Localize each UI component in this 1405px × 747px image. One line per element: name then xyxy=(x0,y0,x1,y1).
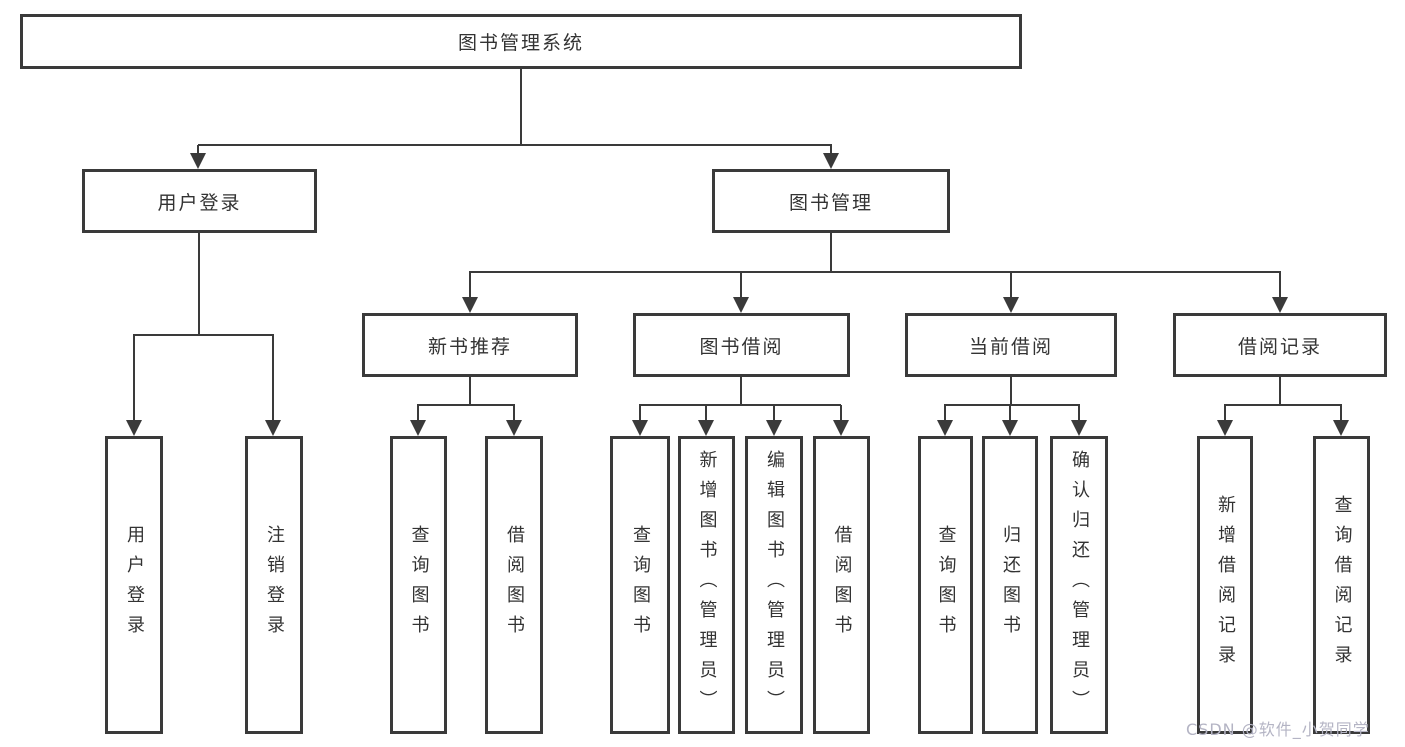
leaf-logout: 注销登录 xyxy=(245,436,303,734)
arrow-down-icon xyxy=(766,405,782,436)
node-system-root: 图书管理系统 xyxy=(20,14,1022,69)
leaf-label: 查询借阅记录 xyxy=(1331,495,1353,675)
connector-line xyxy=(133,334,274,336)
arrow-down-icon xyxy=(823,145,839,169)
leaf-label: 新增图书（管理员） xyxy=(696,450,718,720)
connector-line xyxy=(469,377,471,405)
csdn-watermark: CSDN @软件_小贺同学 xyxy=(1186,720,1370,739)
arrow-down-icon xyxy=(698,405,714,436)
connector-line xyxy=(1224,404,1342,406)
leaf-query-books-recommend: 查询图书 xyxy=(390,436,447,734)
leaf-label: 归还图书 xyxy=(1000,525,1021,645)
leaf-label: 借阅图书 xyxy=(831,525,853,645)
arrow-down-icon xyxy=(265,335,281,436)
arrow-down-icon xyxy=(632,405,648,436)
connector-line xyxy=(198,233,200,335)
arrow-down-icon xyxy=(937,405,953,436)
arrow-down-icon xyxy=(410,405,426,436)
arrow-down-icon xyxy=(506,405,522,436)
leaf-label: 新增借阅记录 xyxy=(1215,495,1236,675)
node-book-management: 图书管理 xyxy=(712,169,950,233)
arrow-down-icon xyxy=(1217,405,1233,436)
leaf-label: 借阅图书 xyxy=(504,525,525,645)
leaf-label: 查询图书 xyxy=(935,525,957,645)
leaf-add-borrow-record: 新增借阅记录 xyxy=(1197,436,1253,734)
leaf-label: 用户登录 xyxy=(124,525,145,645)
leaf-borrow-books: 借阅图书 xyxy=(813,436,870,734)
connector-line xyxy=(1279,377,1281,405)
connector-line xyxy=(198,144,832,146)
leaf-edit-books-admin: 编辑图书（管理员） xyxy=(745,436,803,734)
leaf-query-books-borrow: 查询图书 xyxy=(610,436,670,734)
connector-line xyxy=(944,404,1080,406)
leaf-query-borrow-record: 查询借阅记录 xyxy=(1313,436,1370,734)
connector-line xyxy=(1010,377,1012,405)
arrow-down-icon xyxy=(1002,405,1018,436)
node-book-borrow: 图书借阅 xyxy=(633,313,850,377)
arrow-down-icon xyxy=(833,405,849,436)
connector-line xyxy=(469,271,1281,273)
arrow-down-icon xyxy=(126,335,142,436)
leaf-label: 查询图书 xyxy=(408,525,430,645)
leaf-user-login: 用户登录 xyxy=(105,436,163,734)
leaf-label: 查询图书 xyxy=(630,525,651,645)
arrow-down-icon xyxy=(1003,272,1019,313)
node-new-book-recommend: 新书推荐 xyxy=(362,313,578,377)
leaf-confirm-return-admin: 确认归还（管理员） xyxy=(1050,436,1108,734)
arrow-down-icon xyxy=(1333,405,1349,436)
leaf-borrow-books-recommend: 借阅图书 xyxy=(485,436,543,734)
leaf-add-books-admin: 新增图书（管理员） xyxy=(678,436,735,734)
arrow-down-icon xyxy=(1272,272,1288,313)
arrow-down-icon xyxy=(190,145,206,169)
connector-line xyxy=(830,233,832,272)
leaf-query-books-current: 查询图书 xyxy=(918,436,973,734)
leaf-label: 确认归还（管理员） xyxy=(1069,450,1090,720)
node-borrow-records: 借阅记录 xyxy=(1173,313,1387,377)
connector-line xyxy=(639,404,841,406)
leaf-label: 注销登录 xyxy=(264,525,285,645)
connector-line xyxy=(520,68,522,145)
leaf-return-books: 归还图书 xyxy=(982,436,1038,734)
connector-line xyxy=(417,404,515,406)
node-current-borrow: 当前借阅 xyxy=(905,313,1117,377)
leaf-label: 编辑图书（管理员） xyxy=(764,450,785,720)
node-user-login: 用户登录 xyxy=(82,169,317,233)
arrow-down-icon xyxy=(733,272,749,313)
arrow-down-icon xyxy=(1071,405,1087,436)
connector-line xyxy=(740,377,742,405)
arrow-down-icon xyxy=(462,272,478,313)
